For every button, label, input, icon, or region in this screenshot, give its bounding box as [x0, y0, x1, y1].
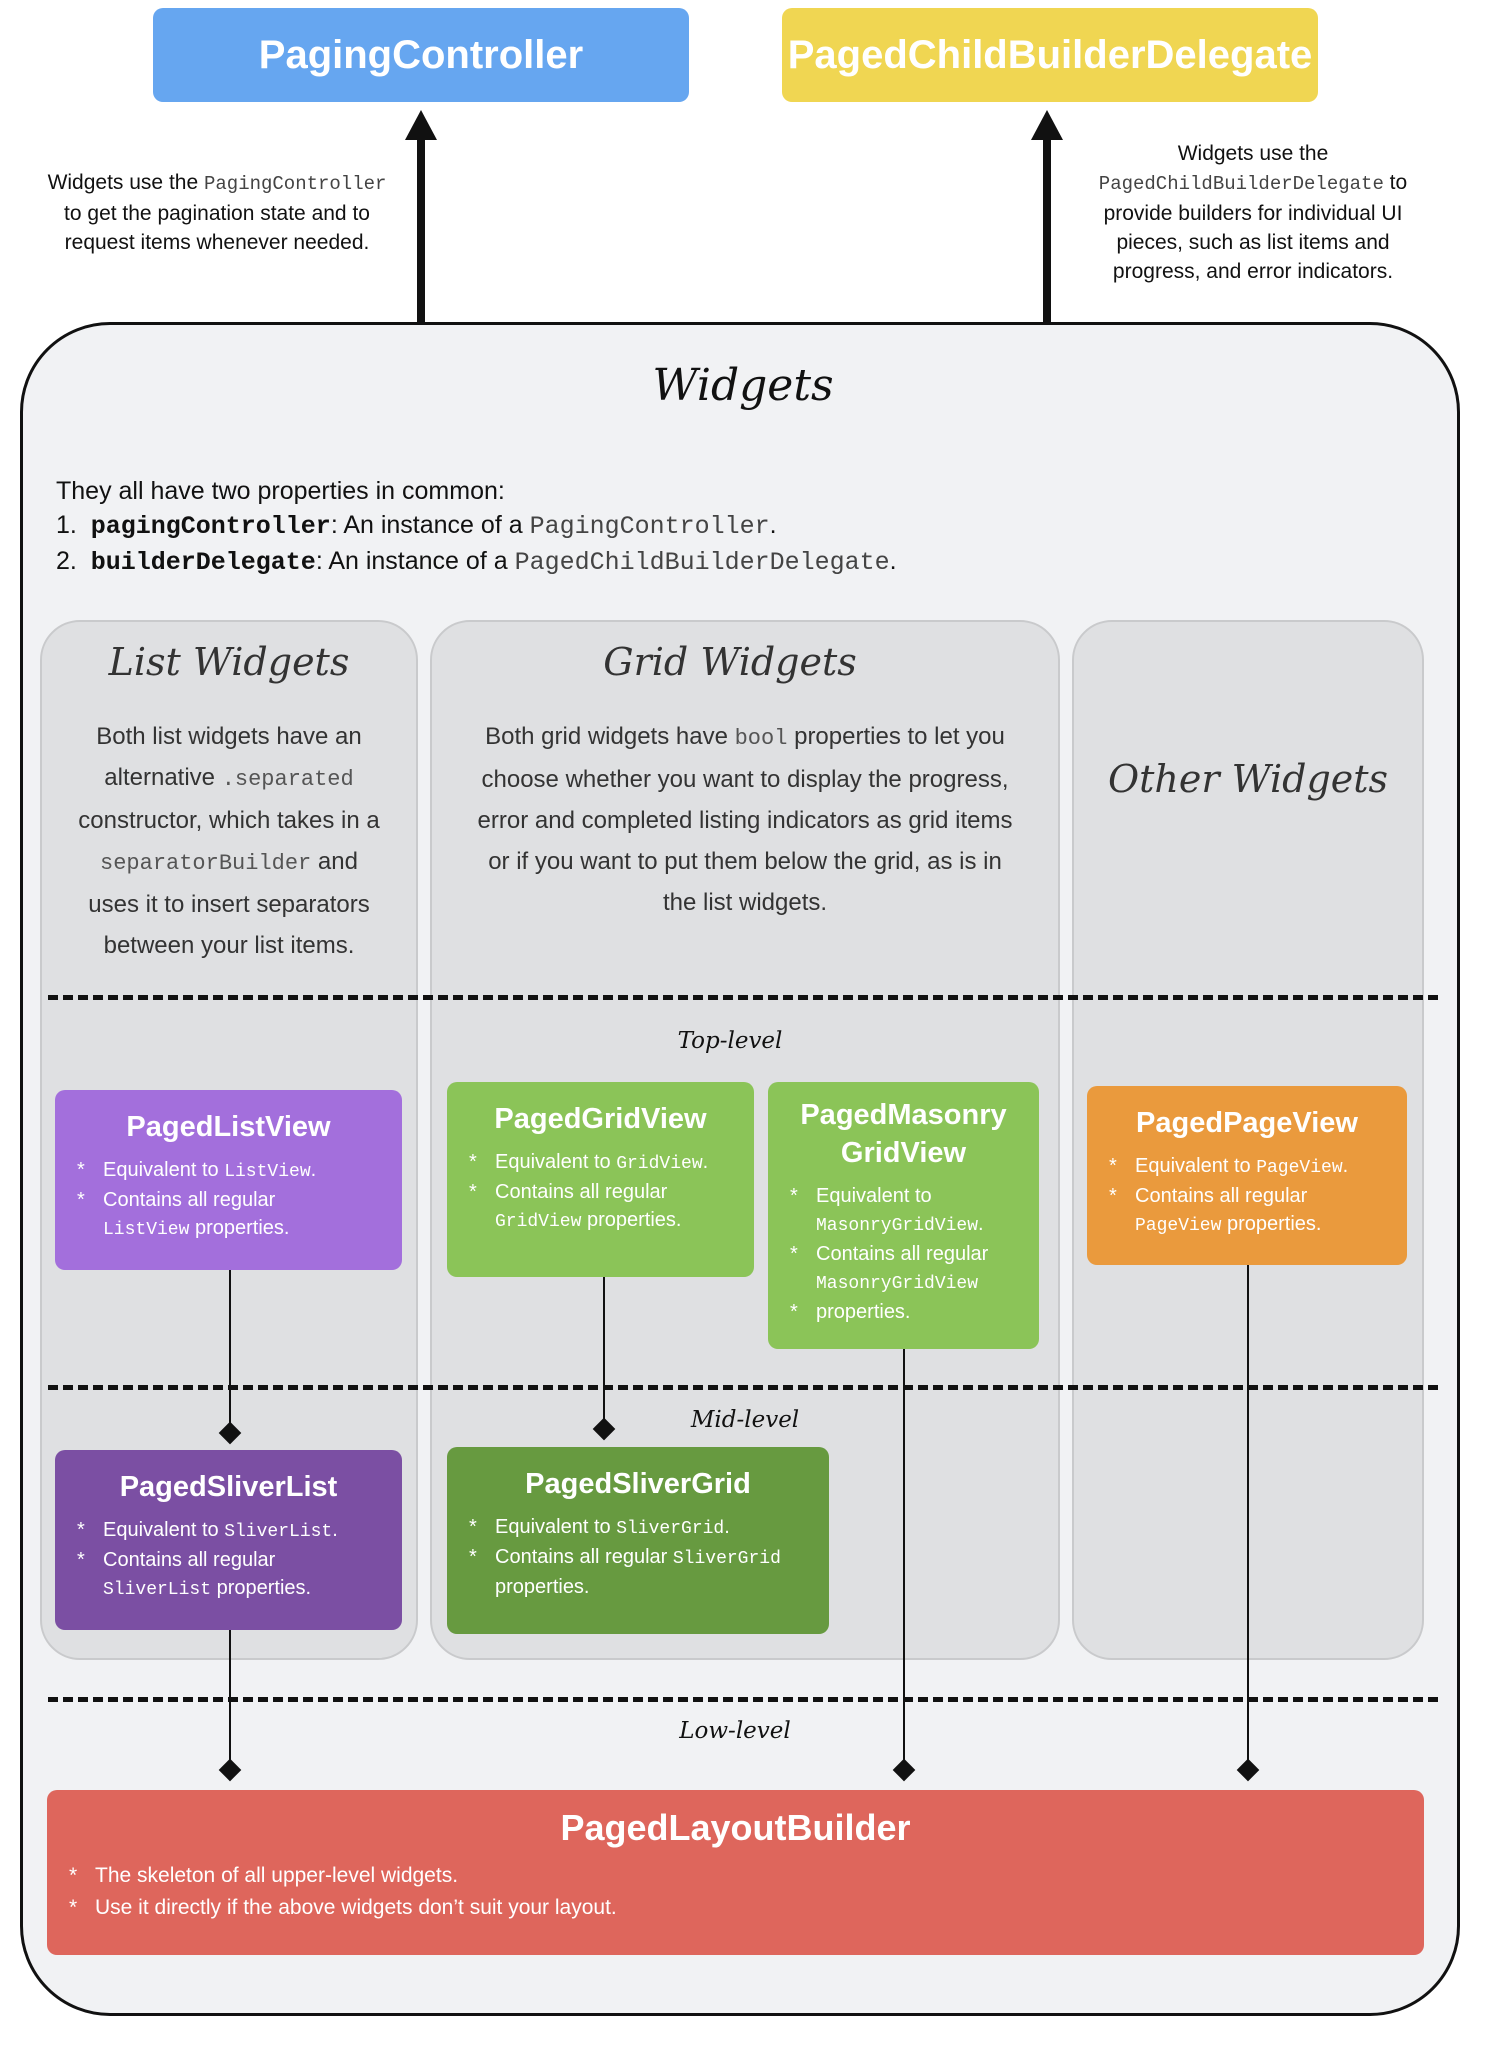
paged-layout-builder-box: PagedLayoutBuilder The skeleton of all u… [47, 1790, 1424, 1955]
paged-sliver-grid-box: PagedSliverGrid Equivalent to SliverGrid… [447, 1447, 829, 1634]
other-widgets-title: Other Widgets [1107, 757, 1389, 801]
dependency-arrows [405, 110, 1063, 322]
property-builder-delegate: 2. builderDelegate: An instance of a Pag… [56, 547, 897, 577]
grid-widgets-title: Grid Widgets [603, 640, 857, 684]
bullet: Equivalent to GridView. [467, 1148, 734, 1178]
bullet: Equivalent to SliverGrid. [467, 1513, 809, 1543]
connector-listview-sliverlist [229, 1270, 231, 1430]
low-level-label: Low-level [679, 1718, 791, 1744]
paged-child-builder-delegate-label: PagedChildBuilderDelegate [787, 32, 1313, 77]
property-paging-controller: 1. pagingController: An instance of a Pa… [56, 511, 777, 541]
bullet: The skeleton of all upper-level widgets. [67, 1860, 1404, 1892]
connector-gridview-slivergrid [603, 1277, 605, 1425]
top-level-label: Top-level [677, 1028, 783, 1054]
paging-controller-box: PagingController [153, 8, 689, 102]
paged-list-view-title: PagedListView [126, 1111, 331, 1143]
widgets-title: Widgets [652, 360, 834, 411]
arrowhead-paging-controller [405, 110, 437, 140]
paged-page-view-box: PagedPageView Equivalent to PageView. Co… [1087, 1086, 1407, 1265]
bullet: Use it directly if the above widgets don… [67, 1892, 1404, 1924]
paged-list-view-box: PagedListView Equivalent to ListView. Co… [55, 1090, 402, 1270]
connector-pageview-layoutbuilder [1247, 1265, 1249, 1768]
mid-level-label: Mid-level [690, 1407, 800, 1433]
paged-masonry-grid-view-title: PagedMasonry GridView [800, 1099, 1007, 1169]
low-level-separator [48, 1697, 1438, 1702]
paged-grid-view-title: PagedGridView [494, 1103, 707, 1135]
bullet: properties. [788, 1298, 1019, 1326]
connector-masonry-layoutbuilder [903, 1349, 905, 1768]
connector-sliverlist-layoutbuilder [229, 1630, 231, 1768]
paged-sliver-grid-title: PagedSliverGrid [525, 1468, 751, 1500]
common-properties: They all have two properties in common: … [56, 474, 897, 580]
paged-masonry-grid-view-box: PagedMasonry GridView Equivalent toMason… [768, 1082, 1039, 1349]
grid-widgets-description: Both grid widgets have bool properties t… [477, 723, 1013, 916]
builder-delegate-note: Widgets use the PagedChildBuilderDelegat… [1098, 142, 1408, 283]
paged-sliver-list-box: PagedSliverList Equivalent to SliverList… [55, 1450, 402, 1630]
paged-layout-builder-title: PagedLayoutBuilder [560, 1807, 911, 1848]
mid-level-separator [48, 1385, 1438, 1390]
bullet: Equivalent to ListView. [75, 1156, 382, 1186]
common-properties-intro: They all have two properties in common: [56, 477, 505, 505]
list-widgets-description: Both list widgets have an alternative .s… [78, 723, 380, 959]
paged-child-builder-delegate-box: PagedChildBuilderDelegate [782, 8, 1318, 102]
paging-controller-note: Widgets use the PagingController to get … [47, 171, 387, 254]
bullet: Equivalent to SliverList. [75, 1516, 382, 1546]
bullet: Equivalent to PageView. [1107, 1152, 1387, 1182]
paged-grid-view-box: PagedGridView Equivalent to GridView. Co… [447, 1082, 754, 1277]
list-widgets-title: List Widgets [108, 640, 350, 684]
paged-sliver-list-title: PagedSliverList [119, 1471, 338, 1503]
bullet: Contains all regular SliverGridpropertie… [467, 1543, 809, 1601]
top-level-separator [48, 995, 1438, 1000]
arrowhead-builder-delegate [1031, 110, 1063, 140]
paging-controller-label: PagingController [258, 32, 584, 77]
paged-page-view-title: PagedPageView [1136, 1107, 1358, 1139]
